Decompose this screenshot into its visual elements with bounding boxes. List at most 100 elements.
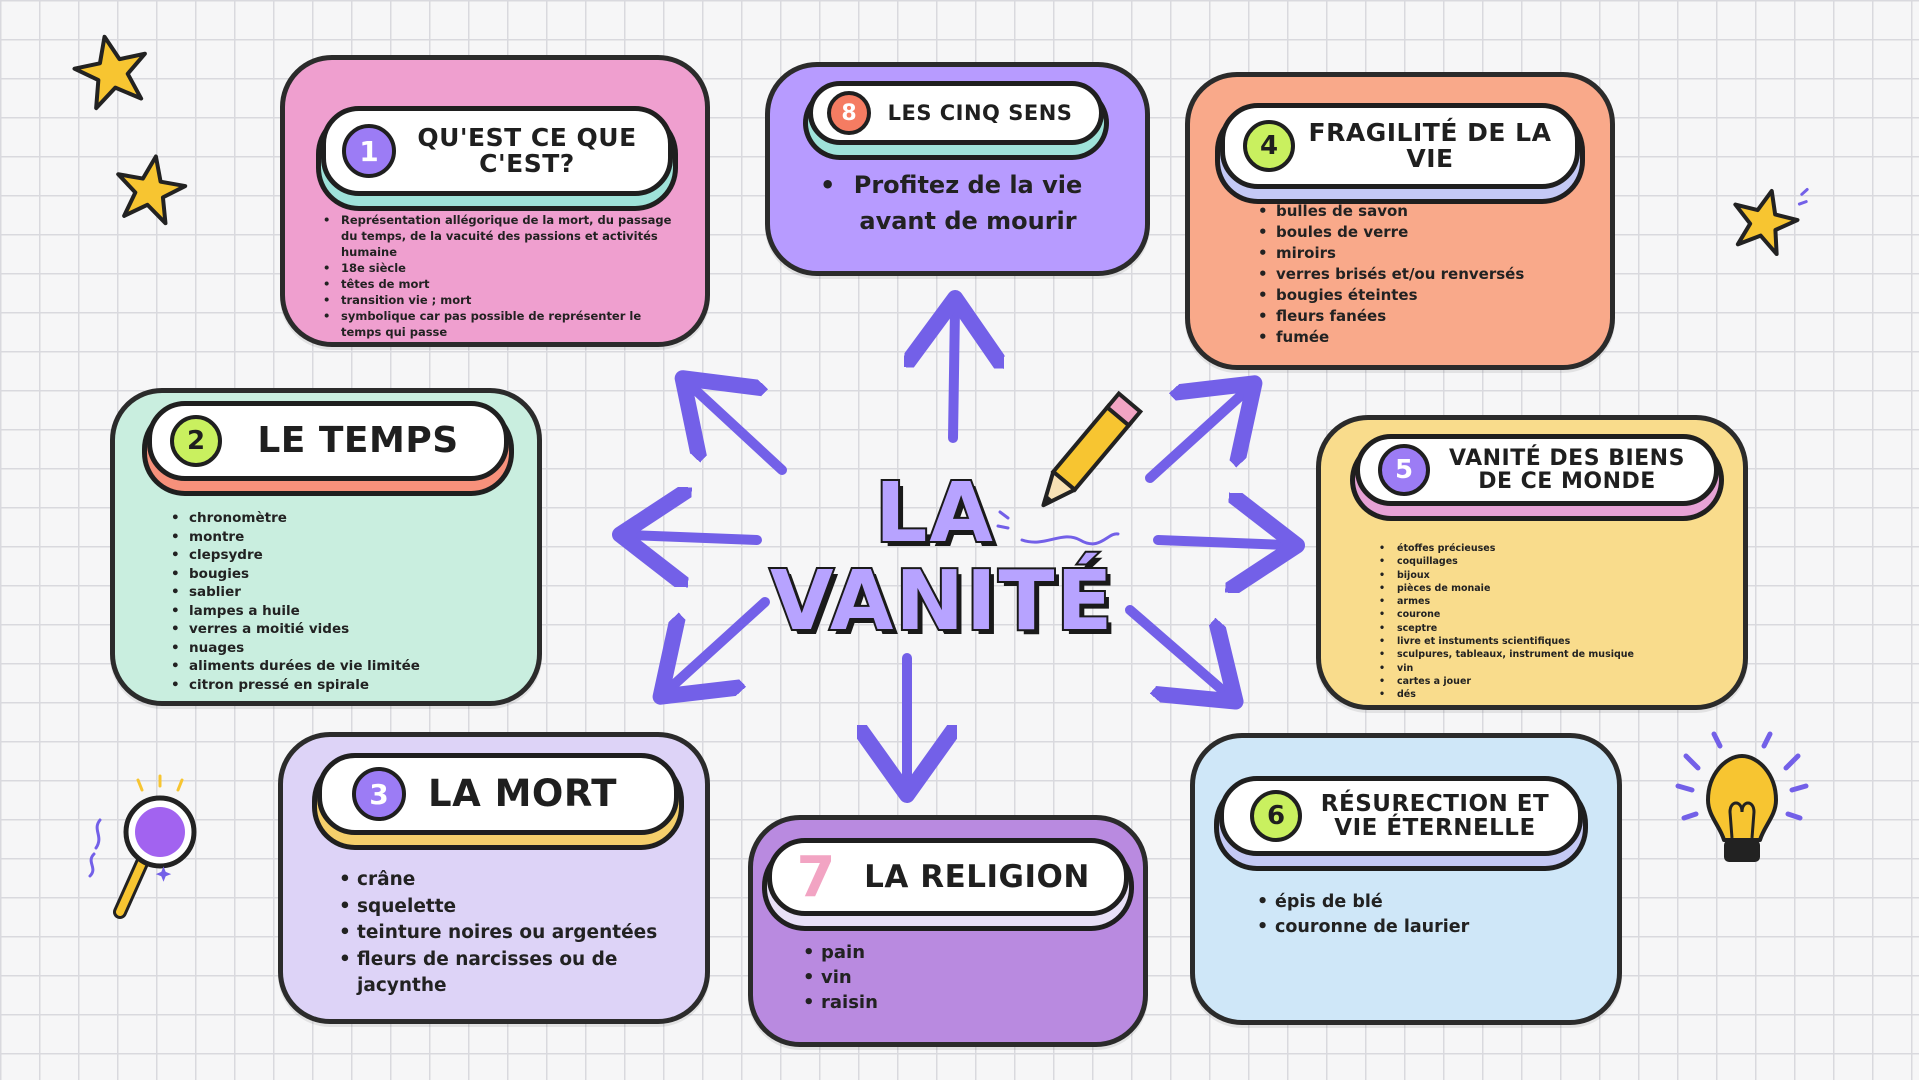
main-title: LA VANITÉ [768, 466, 1115, 649]
card-title: Vanité des biens de ce monde [1449, 445, 1685, 494]
list-item: aliments durées de vie limitée [171, 657, 511, 676]
list-item: fleurs fanées [1258, 306, 1588, 327]
card-senses-list: Profitez de la vie avant de mourir [820, 167, 1090, 239]
arrow-to-card-4 [1145, 390, 1247, 483]
list-item: lampes a huile [171, 602, 511, 621]
list-item: verres a moitié vides [171, 620, 511, 639]
list-item: Profitez de la vie avant de mourir [820, 167, 1090, 239]
list-item: symbolique car pas possible de représent… [323, 308, 673, 340]
list-item: chronomètre [171, 509, 511, 528]
main-title-line-2: VANITÉ [768, 554, 1115, 649]
list-item: montre [171, 528, 511, 547]
card-worldly-goods-header: 5 Vanité des biens de ce monde [1355, 434, 1719, 506]
number-badge-2: 2 [170, 415, 222, 467]
card-resurrection-list: épis de blé couronne de laurier [1257, 890, 1587, 940]
list-item: bougies [171, 565, 511, 584]
list-item: coquillages [1379, 555, 1719, 569]
scribble-icon [1020, 532, 1120, 546]
number-badge-1: 1 [342, 124, 396, 178]
list-item: vin [803, 965, 1103, 990]
card-time-header: 2 Le temps [147, 401, 509, 481]
card-worldly-goods-list: étoffes précieuses coquillages bijoux pi… [1379, 542, 1719, 702]
list-item: nuages [171, 639, 511, 658]
card-definition: 1 Qu'est ce que c'est? Représentation al… [280, 55, 710, 347]
list-item: clepsydre [171, 546, 511, 565]
number-badge-8: 8 [827, 91, 871, 135]
list-item: boules de verre [1258, 222, 1588, 243]
lightbulb-icon [1675, 731, 1809, 862]
card-time-list: chronomètre montre clepsydre bougies sab… [171, 509, 511, 694]
card-worldly-goods: 5 Vanité des biens de ce monde étoffes p… [1316, 415, 1748, 710]
arrow-to-card-1 [690, 385, 787, 475]
list-item: cartes a jouer [1379, 675, 1719, 689]
number-badge-6: 6 [1250, 790, 1302, 842]
card-title: Qu'est ce que c'est? [417, 122, 637, 178]
list-item: étoffes précieuses [1379, 542, 1719, 556]
list-item: bijoux [1379, 569, 1719, 583]
list-item: citron pressé en spirale [171, 676, 511, 695]
card-religion-list: pain vin raisin [803, 940, 1103, 1015]
list-item: Représentation allégorique de la mort, d… [323, 212, 673, 260]
arrow-to-card-5 [1153, 540, 1287, 545]
card-title: Les cinq sens [887, 100, 1073, 125]
card-religion-header: 7 La religion [767, 838, 1129, 916]
number-badge-4: 4 [1243, 120, 1295, 172]
card-title: La mort [428, 771, 617, 815]
list-item: pièces de monaie [1379, 582, 1719, 596]
number-badge-3: 3 [352, 767, 406, 821]
main-title-line-1: LA [873, 466, 995, 561]
list-item: sablier [171, 583, 511, 602]
card-title: Résurection et vie éternelle [1320, 790, 1550, 841]
list-item: verres brisés et/ou renversés [1258, 264, 1588, 285]
list-item: vin [1379, 662, 1719, 676]
card-definition-header: 1 Qu'est ce que c'est? [321, 106, 673, 196]
list-item: crâne [339, 867, 679, 894]
card-definition-list: Représentation allégorique de la mort, d… [323, 212, 673, 340]
list-item: dés [1379, 688, 1719, 702]
card-title: Le temps [257, 420, 459, 462]
arrow-to-card-8 [953, 308, 955, 443]
card-senses: 8 Les cinq sens Profitez de la vie avant… [765, 62, 1150, 276]
list-item: pain [803, 940, 1103, 965]
list-item: livre et instuments scientifiques [1379, 635, 1719, 649]
list-item: fleurs de narcisses ou de jacynthe [339, 947, 679, 1000]
connector-arrows [630, 308, 1287, 785]
card-death: 3 La mort crâne squelette teinture noire… [278, 732, 710, 1024]
arrow-to-card-2 [630, 535, 762, 540]
list-item: transition vie ; mort [323, 292, 673, 308]
spark-icon [996, 510, 1010, 530]
star-icon [116, 154, 188, 226]
arrow-to-card-6 [1125, 605, 1228, 695]
list-item: bulles de savon [1258, 201, 1588, 222]
list-item: sceptre [1379, 622, 1719, 636]
list-item: bougies éteintes [1258, 285, 1588, 306]
number-badge-5: 5 [1378, 444, 1430, 496]
number-badge-7: 7 [796, 844, 836, 910]
card-fragility: 4 Fragilité de la vie bulles de savon bo… [1185, 72, 1615, 370]
list-item: sculpures, tableaux, instrument de musiq… [1379, 648, 1719, 662]
card-time: 2 Le temps chronomètre montre clepsydre … [110, 388, 542, 706]
arrow-to-card-3 [668, 597, 770, 690]
card-death-list: crâne squelette teinture noires ou argen… [339, 867, 679, 1000]
list-item: squelette [339, 894, 679, 921]
star-icon [1733, 187, 1809, 257]
list-item: fumée [1258, 327, 1588, 348]
pencil-icon [1041, 390, 1144, 508]
list-item: couronne de laurier [1257, 915, 1587, 940]
list-item: têtes de mort [323, 276, 673, 292]
list-item: miroirs [1258, 243, 1588, 264]
card-fragility-header: 4 Fragilité de la vie [1220, 103, 1580, 189]
card-title: La religion [864, 858, 1090, 895]
list-item: 18e siècle [323, 260, 673, 276]
card-fragility-list: bulles de savon boules de verre miroirs … [1258, 201, 1588, 348]
list-item: courone [1379, 608, 1719, 622]
list-item: teinture noires ou argentées [339, 920, 679, 947]
list-item: armes [1379, 595, 1719, 609]
card-religion: 7 La religion pain vin raisin [748, 815, 1148, 1047]
list-item: raisin [803, 990, 1103, 1015]
card-title: Fragilité de la vie [1308, 117, 1552, 173]
card-senses-header: 8 Les cinq sens [808, 81, 1104, 145]
list-item: épis de blé [1257, 890, 1587, 915]
card-resurrection-header: 6 Résurection et vie éternelle [1219, 776, 1583, 856]
